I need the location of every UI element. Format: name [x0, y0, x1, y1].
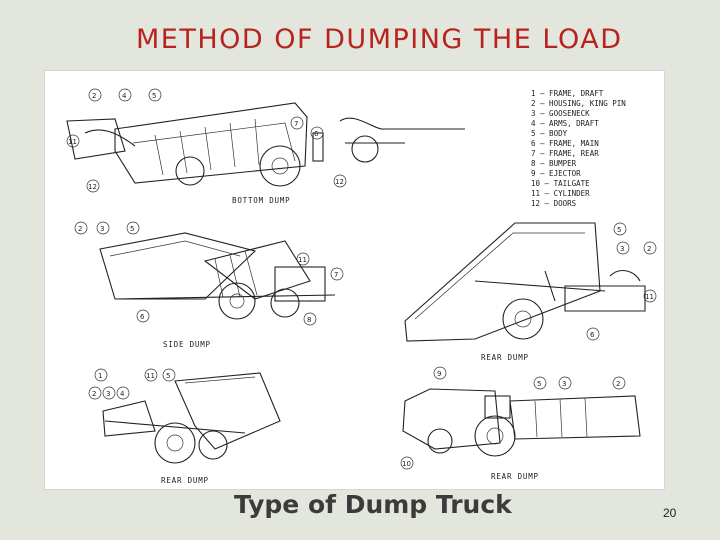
svg-text:11: 11 [298, 256, 307, 264]
legend-item: 4 – ARMS, DRAFT [531, 119, 599, 128]
legend-item: 1 – FRAME, DRAFT [531, 89, 604, 98]
legend-item: 11 – CYLINDER [531, 189, 590, 198]
svg-text:5: 5 [166, 372, 170, 380]
svg-text:5: 5 [152, 92, 156, 100]
svg-text:12: 12 [88, 183, 97, 191]
svg-text:3: 3 [562, 380, 566, 388]
svg-text:2: 2 [92, 92, 96, 100]
svg-text:3: 3 [106, 390, 110, 398]
svg-text:8: 8 [307, 316, 311, 324]
figure-caption: Type of Dump Truck [234, 490, 512, 519]
svg-text:11: 11 [645, 293, 654, 301]
svg-text:2: 2 [647, 245, 651, 253]
svg-text:11: 11 [68, 138, 77, 146]
svg-text:4: 4 [122, 92, 127, 100]
svg-text:3: 3 [620, 245, 624, 253]
rear-dump-truck-drawing-1: 5 3 2 11 6 [404, 222, 657, 342]
legend-item: 9 – EJECTOR [531, 169, 581, 178]
svg-text:5: 5 [617, 226, 621, 234]
svg-text:2: 2 [92, 390, 96, 398]
panel-label-side-dump: SIDE DUMP [163, 340, 211, 349]
svg-text:9: 9 [437, 370, 441, 378]
parts-legend: 1 – FRAME, DRAFT 2 – HOUSING, KING PIN 3… [531, 89, 626, 208]
legend-item: 2 – HOUSING, KING PIN [531, 99, 626, 108]
svg-text:10: 10 [402, 460, 411, 468]
svg-text:6: 6 [314, 130, 319, 138]
svg-text:5: 5 [537, 380, 541, 388]
bottom-dump-truck-drawing: 2 4 5 11 7 6 12 12 [66, 88, 465, 193]
legend-item: 5 – BODY [531, 129, 568, 138]
panel-label-bottom-dump: BOTTOM DUMP [232, 196, 290, 205]
rear-dump-truck-drawing-3: 9 5 3 2 10 [400, 366, 641, 470]
svg-text:4: 4 [120, 390, 125, 398]
svg-text:2: 2 [616, 380, 620, 388]
side-dump-truck-drawing: 2 3 5 11 7 6 8 [74, 221, 344, 326]
dump-truck-diagram: 2 4 5 11 7 6 12 12 2 3 [44, 70, 665, 490]
svg-text:1: 1 [98, 372, 102, 380]
panel-label-rear-dump-left: REAR DUMP [161, 476, 209, 485]
svg-text:11: 11 [146, 372, 155, 380]
svg-text:5: 5 [130, 225, 134, 233]
legend-item: 3 – GOOSENECK [531, 109, 590, 118]
svg-text:6: 6 [140, 313, 145, 321]
dump-truck-drawings: 2 4 5 11 7 6 12 12 2 3 [66, 88, 657, 485]
legend-item: 7 – FRAME, REAR [531, 149, 599, 158]
legend-item: 12 – DOORS [531, 199, 577, 208]
slide-title: METHOD OF DUMPING THE LOAD [136, 24, 623, 55]
legend-item: 8 – BUMPER [531, 159, 577, 168]
svg-text:2: 2 [78, 225, 82, 233]
page-number: 20 [663, 506, 677, 520]
legend-item: 10 – TAILGATE [531, 179, 590, 188]
svg-text:6: 6 [590, 331, 595, 339]
panel-label-rear-dump-top: REAR DUMP [481, 353, 529, 362]
rear-dump-truck-drawing-2: 1 2 3 4 11 5 [88, 368, 281, 464]
svg-text:12: 12 [335, 178, 344, 186]
svg-text:3: 3 [100, 225, 104, 233]
svg-text:7: 7 [334, 271, 338, 279]
panel-label-rear-dump-right: REAR DUMP [491, 472, 539, 481]
legend-item: 6 – FRAME, MAIN [531, 139, 599, 148]
svg-text:7: 7 [294, 120, 298, 128]
